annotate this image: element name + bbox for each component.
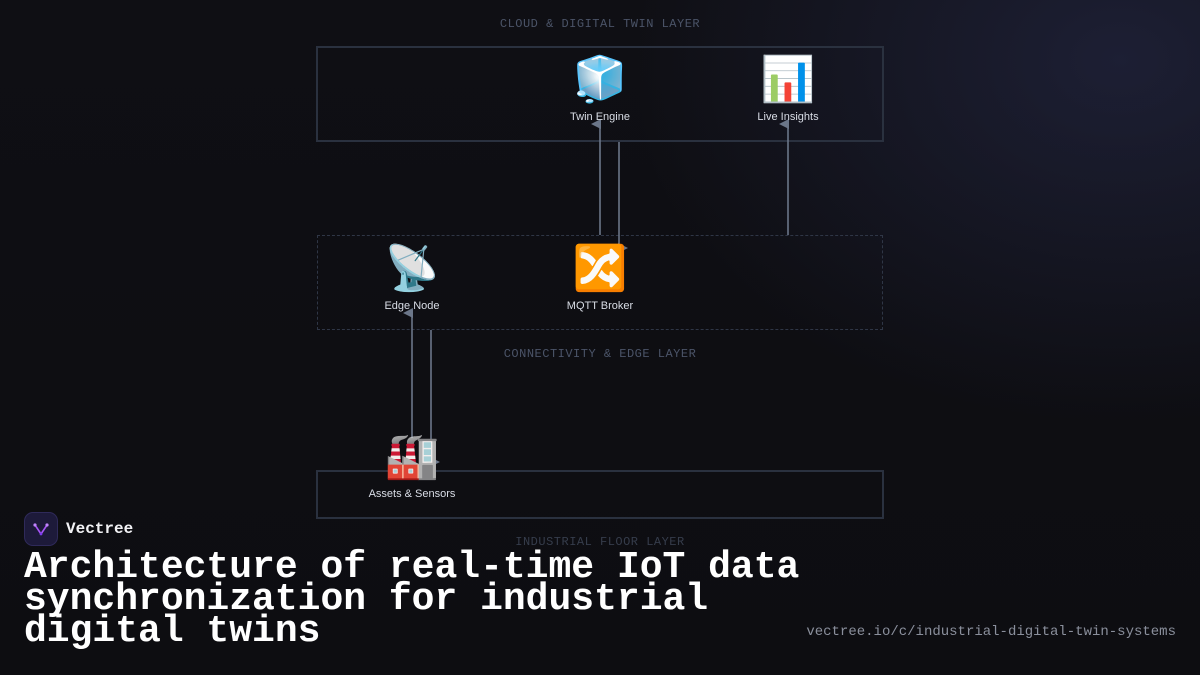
shuffle-icon: 🔀 [572,243,628,294]
bar-chart-icon: 📊 [760,54,816,105]
node-twin-engine[interactable]: 🧊 Twin Engine [540,54,660,124]
source-url[interactable]: vectree.io/c/industrial-digital-twin-sys… [806,624,1176,640]
floor-layer-label: INDUSTRIAL FLOOR LAYER [515,535,685,549]
brand: Vectree [24,512,133,546]
cloud-layer-label: CLOUD & DIGITAL TWIN LAYER [499,17,701,31]
node-label: Edge Node [384,300,440,312]
floor-layer-box [316,470,884,519]
page-title: Architecture of real-time IoT data synch… [24,546,800,653]
factory-icon: 🏭 [384,431,440,482]
node-label: Live Insights [757,111,819,123]
node-label: Assets & Sensors [368,488,456,500]
node-assets-sensors[interactable]: 🏭 Assets & Sensors [352,431,472,501]
node-edge-node[interactable]: 📡 Edge Node [352,243,472,313]
node-label: Twin Engine [570,111,630,123]
node-mqtt-broker[interactable]: 🔀 MQTT Broker [540,243,660,313]
node-label: MQTT Broker [566,300,634,312]
vectree-logo-icon [24,512,58,546]
brand-name: Vectree [66,520,134,538]
satellite-antenna-icon: 📡 [384,243,440,294]
edge-layer-label: CONNECTIVITY & EDGE LAYER [503,347,697,361]
ice-cube-icon: 🧊 [572,54,628,105]
node-live-insights[interactable]: 📊 Live Insights [728,54,848,124]
edge-layer-box [317,235,883,330]
